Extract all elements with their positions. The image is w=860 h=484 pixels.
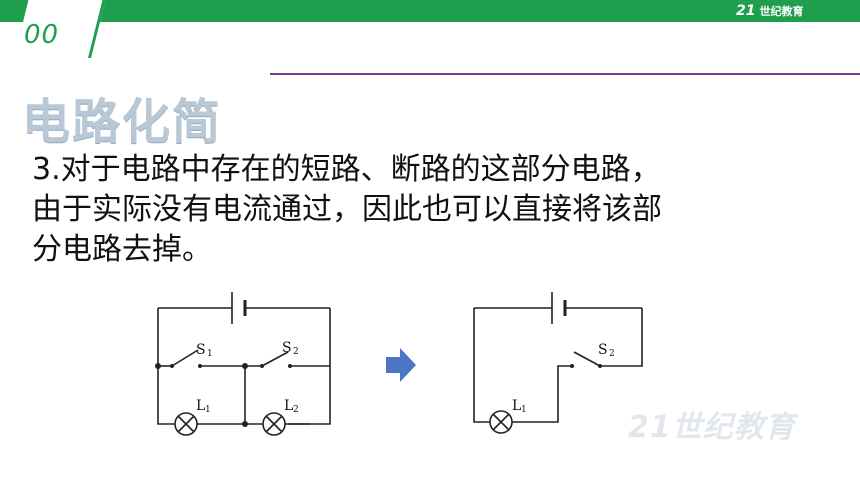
- slide-number: 00: [24, 20, 60, 50]
- logo-text: 世纪教育: [759, 5, 804, 18]
- switch-s1-blade: [171, 349, 199, 367]
- svg-text:1: 1: [207, 349, 213, 359]
- top-bar: [0, 0, 860, 22]
- label-l2: L: [284, 398, 293, 414]
- svg-text:2: 2: [293, 405, 299, 415]
- label-l1: L: [196, 398, 205, 414]
- section-title: 电路化简: [22, 94, 223, 150]
- body-line-1: 3.对于电路中存在的短路、断路的这部分电路，: [32, 152, 661, 187]
- logo-mark: 21: [736, 3, 756, 19]
- label-s1: S: [196, 342, 206, 358]
- svg-text:2: 2: [293, 347, 299, 357]
- svg-text:1: 1: [205, 405, 211, 415]
- body-line-2: 由于实际没有电流通过，因此也可以直接将该部: [32, 192, 662, 227]
- label-s2: S: [282, 340, 292, 356]
- label-s2: S: [598, 342, 608, 358]
- watermark: 21世纪教育: [628, 410, 796, 445]
- switch-s2-blade: [573, 351, 601, 367]
- body-text: 3.对于电路中存在的短路、断路的这部分电路， 由于实际没有电流通过，因此也可以直…: [32, 150, 832, 270]
- switch-s2-blade: [261, 351, 289, 367]
- svg-text:2: 2: [609, 349, 615, 359]
- svg-text:1: 1: [521, 405, 527, 415]
- transform-arrow-icon: [386, 348, 416, 382]
- circuit-diagram-original: S 1 S 2 L 1 L 2: [155, 292, 331, 436]
- title-divider: [270, 73, 860, 75]
- body-line-3: 分电路去掉。: [32, 232, 212, 267]
- brand-logo: 21 世纪教育: [736, 3, 803, 19]
- label-l1: L: [512, 398, 521, 414]
- circuit-diagram-simplified: S 2 L 1: [473, 292, 643, 434]
